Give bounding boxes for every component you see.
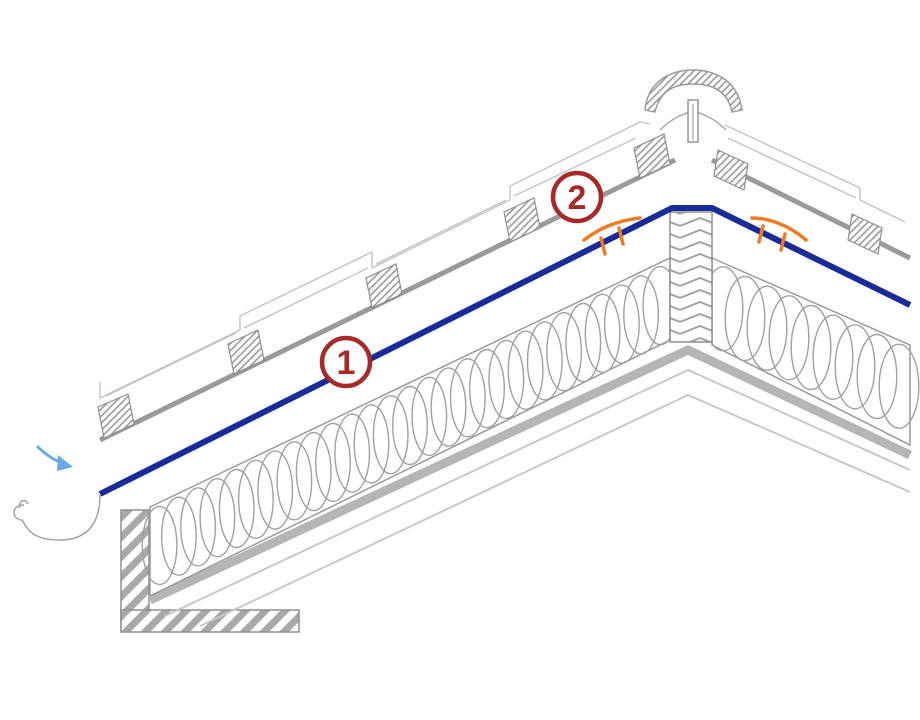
curved-arrow-icon (36, 445, 73, 471)
insulation-coil (199, 478, 236, 558)
insulation-right (702, 256, 920, 447)
callout-1-label: 1 (337, 344, 356, 382)
insulation-coil (584, 293, 621, 373)
insulation-left (141, 256, 679, 598)
insulation-coil (392, 385, 429, 466)
roof-tiles-left (99, 121, 651, 400)
insulation-coil (372, 395, 409, 475)
insulation-coil (160, 496, 197, 576)
insulation-coil (878, 343, 920, 429)
callout-2: 2 (550, 170, 604, 224)
insulation-coil (141, 505, 178, 586)
ridge-tape-right (750, 216, 808, 252)
insulation-coil (790, 304, 832, 391)
inner-lining (148, 345, 912, 627)
insulation-coils-right (702, 266, 920, 429)
roof-tiles-right (724, 124, 906, 223)
insulation-coil (430, 367, 467, 447)
insulation-coil (565, 302, 602, 383)
battens-right (713, 149, 883, 255)
insulation-coil (746, 285, 788, 371)
insulation-coil (469, 348, 506, 429)
insulation-coil (449, 358, 486, 438)
insulation-coil (334, 413, 371, 493)
insulation-coil (218, 468, 255, 549)
insulation-coil (295, 431, 332, 512)
insulation-coil (237, 459, 274, 539)
callout-2-label: 2 (568, 179, 587, 217)
insulation-coil (834, 324, 876, 410)
insulation-coil (526, 321, 563, 401)
insulation-coil (411, 376, 448, 456)
insulation-coil (180, 487, 217, 567)
battens-left (97, 133, 671, 439)
insulation-coil (724, 275, 766, 362)
insulation-coil (507, 330, 544, 410)
ridge-cap (644, 69, 743, 143)
insulation-coil (488, 339, 525, 420)
gutter (13, 494, 101, 541)
insulation-coil (856, 333, 898, 420)
insulation-coil (812, 314, 854, 400)
underlay-membrane (98, 205, 912, 497)
insulation-coil (546, 312, 583, 392)
insulation-coil (276, 441, 313, 521)
insulation-coil (353, 404, 390, 484)
insulation-coil (603, 284, 640, 364)
ridge-beam (669, 211, 713, 343)
ridge-tape-left (582, 216, 642, 256)
insulation-coils-left (141, 265, 679, 586)
insulation-coil (315, 422, 352, 503)
insulation-coil (257, 450, 294, 530)
insulation-coil (623, 275, 660, 355)
insulation-coil (768, 295, 810, 381)
callout-1: 1 (319, 335, 373, 389)
